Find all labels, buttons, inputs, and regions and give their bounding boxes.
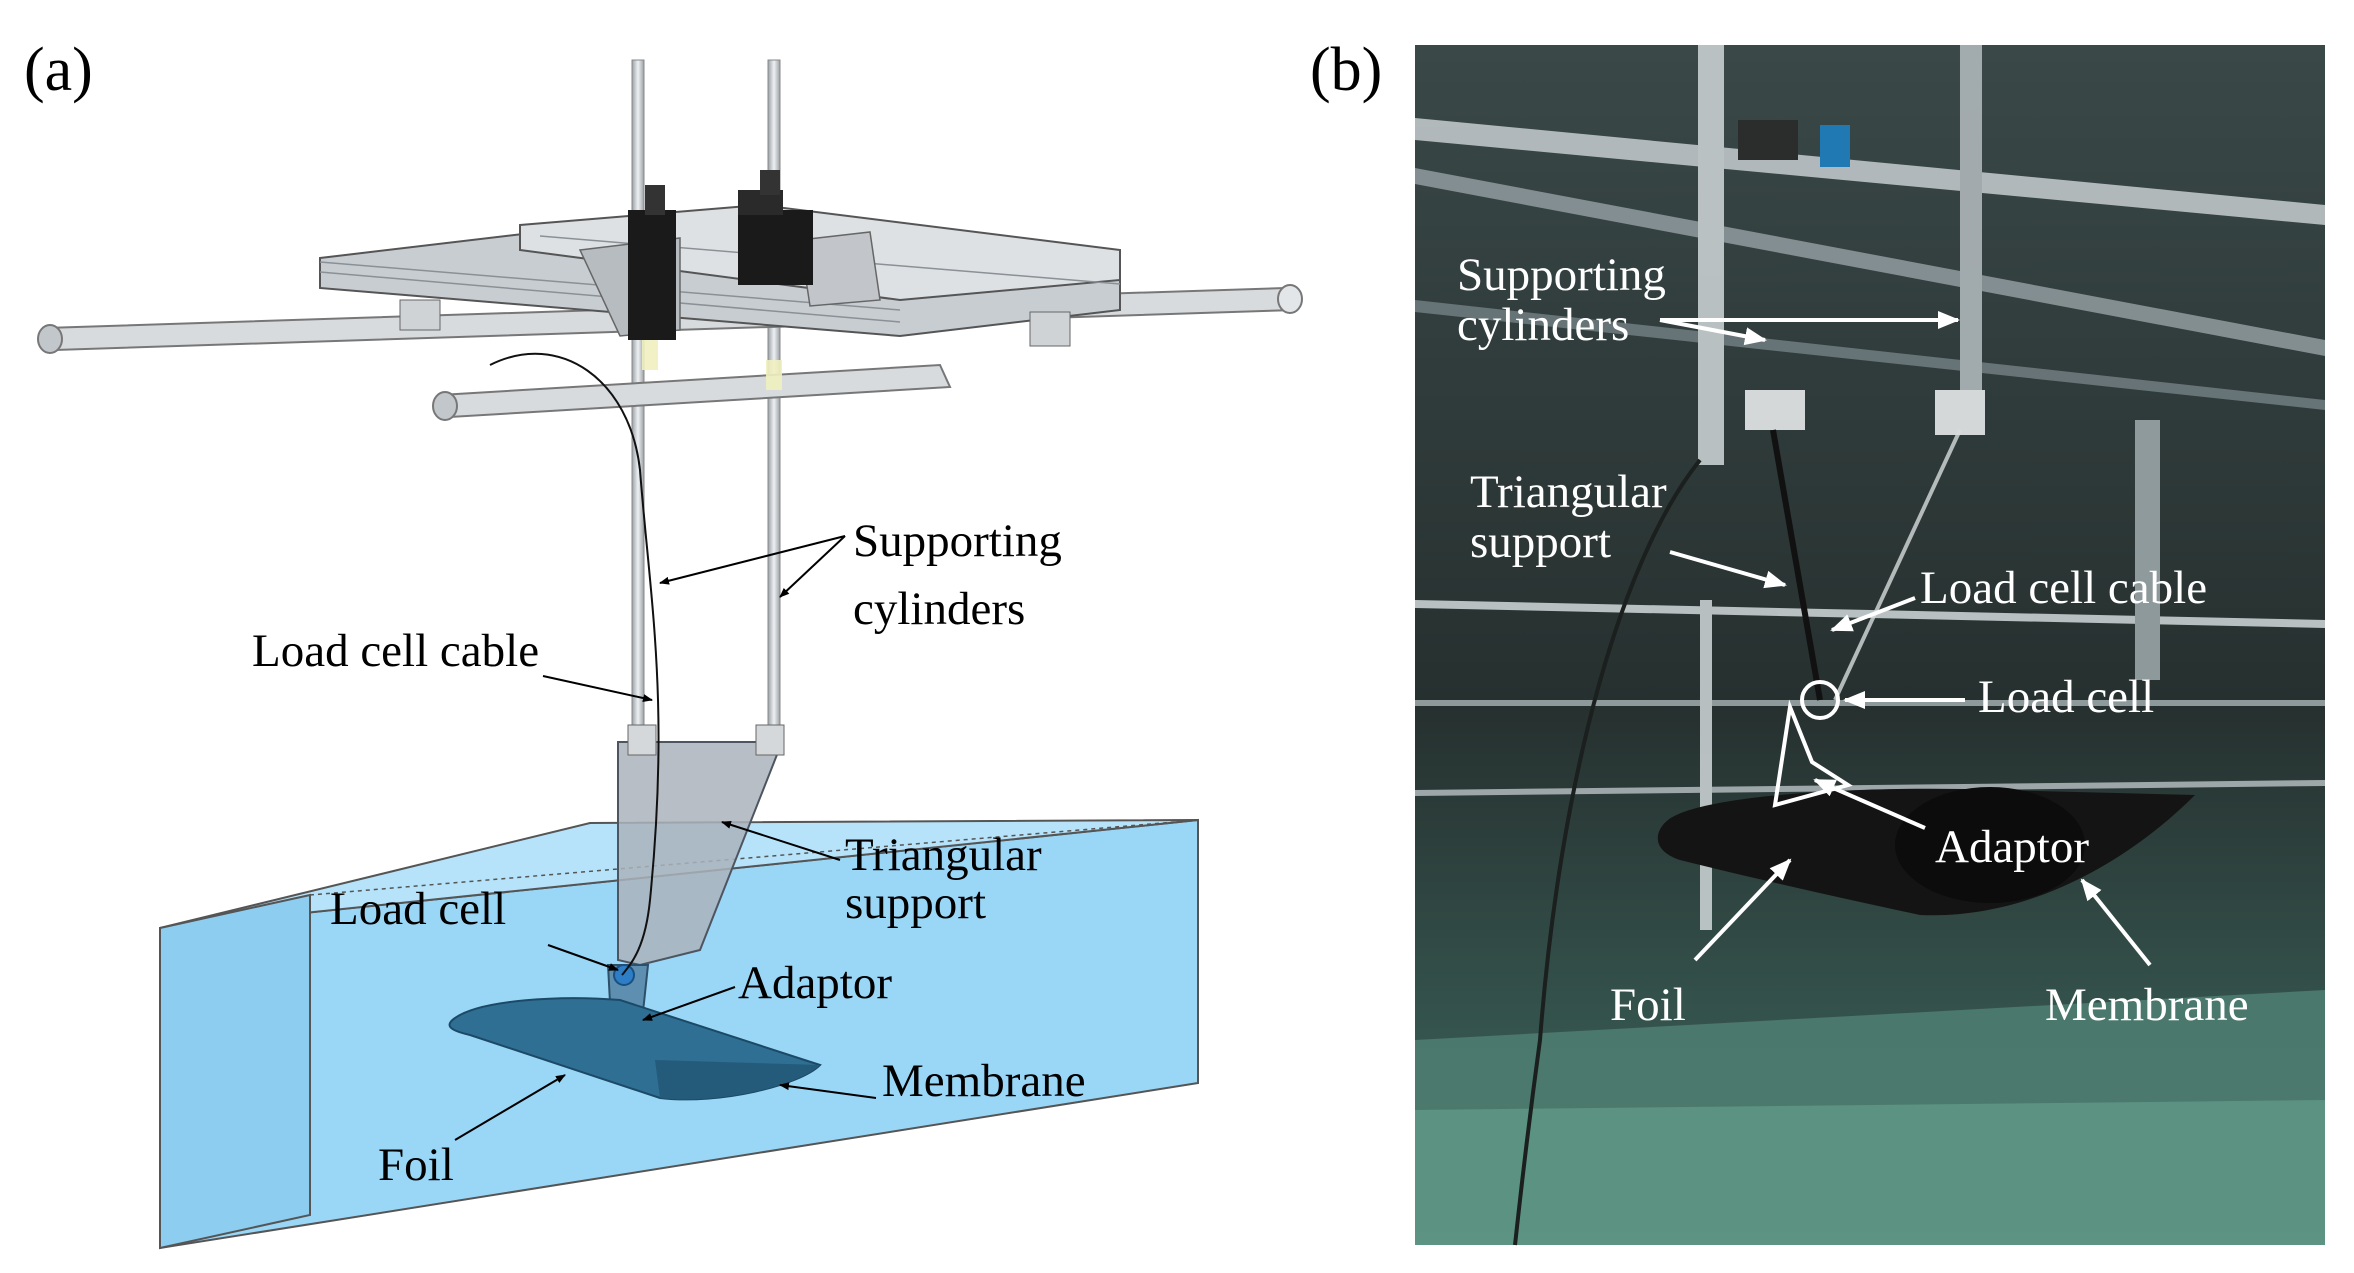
arrow-supporting-left-b — [1659, 318, 1767, 346]
label-supporting-2-b: cylinders — [1457, 299, 1629, 351]
arrow-foil-b — [1693, 858, 1792, 962]
load-cell-circle-b — [1800, 680, 1840, 720]
supporting-cylinder-right — [767, 59, 781, 741]
arrow-supporting-left-a — [659, 535, 846, 585]
arrow-load-cell-a — [547, 944, 619, 971]
label-load-cell-cable-a: Load cell cable — [252, 625, 539, 677]
tank-side-face — [159, 893, 311, 1250]
arrow-load-cell-cable-b — [1830, 596, 1916, 632]
label-load-cell-cable-b: Load cell cable — [1920, 562, 2207, 614]
label-triangular-1-b: Triangular — [1470, 466, 1667, 518]
label-load-cell-a: Load cell — [330, 883, 506, 935]
label-foil-a: Foil — [378, 1139, 454, 1191]
triangular-support-a — [617, 741, 784, 967]
load-cell-cable-b — [1770, 429, 1823, 701]
label-triangular-2-a: support — [845, 877, 986, 929]
panel-a-tag: (a) — [24, 36, 93, 104]
arrow-adaptor-b — [1813, 778, 1926, 830]
label-supporting-2-a: cylinders — [853, 583, 1025, 635]
arrow-load-cell-cable-a — [542, 675, 653, 702]
label-foil-b: Foil — [1610, 979, 1686, 1031]
label-triangular-1-a: Triangular — [845, 829, 1042, 881]
label-triangular-2-b: support — [1470, 516, 1611, 568]
actuator-motors — [628, 170, 813, 390]
arrow-triangular-b — [1669, 550, 1787, 589]
label-load-cell-b: Load cell — [1978, 671, 2154, 723]
support-rod-b — [1833, 429, 1962, 701]
panel-b: (b) — [1310, 36, 2325, 1246]
motor-right — [738, 210, 813, 285]
arrow-supporting-right-a — [779, 535, 846, 598]
label-supporting-1-b: Supporting — [1457, 249, 1666, 301]
label-membrane-a: Membrane — [882, 1055, 1086, 1107]
motor-left — [628, 210, 676, 340]
label-adaptor-b: Adaptor — [1935, 821, 2089, 873]
load-cell-cable-a — [489, 352, 660, 976]
panel-b-tag: (b) — [1310, 36, 1382, 104]
adaptor-outline-b — [1772, 699, 1853, 808]
label-adaptor-a: Adaptor — [738, 957, 892, 1009]
arrow-foil-a — [454, 1074, 566, 1141]
panel-a: (a) — [24, 36, 1303, 1250]
clamp-left — [627, 724, 657, 756]
arrow-membrane-b — [2080, 878, 2152, 967]
clamp-right — [755, 724, 785, 756]
arrow-adaptor-a — [642, 986, 736, 1021]
membrane-a — [655, 1060, 820, 1100]
load-cell-a — [613, 964, 635, 986]
membrane-b — [1895, 787, 2085, 903]
label-supporting-1-a: Supporting — [853, 515, 1062, 567]
arrow-triangular-a — [721, 820, 841, 861]
loose-cable-b — [1513, 458, 1702, 1246]
arrow-membrane-a — [779, 1082, 877, 1099]
label-membrane-b: Membrane — [2045, 979, 2249, 1031]
